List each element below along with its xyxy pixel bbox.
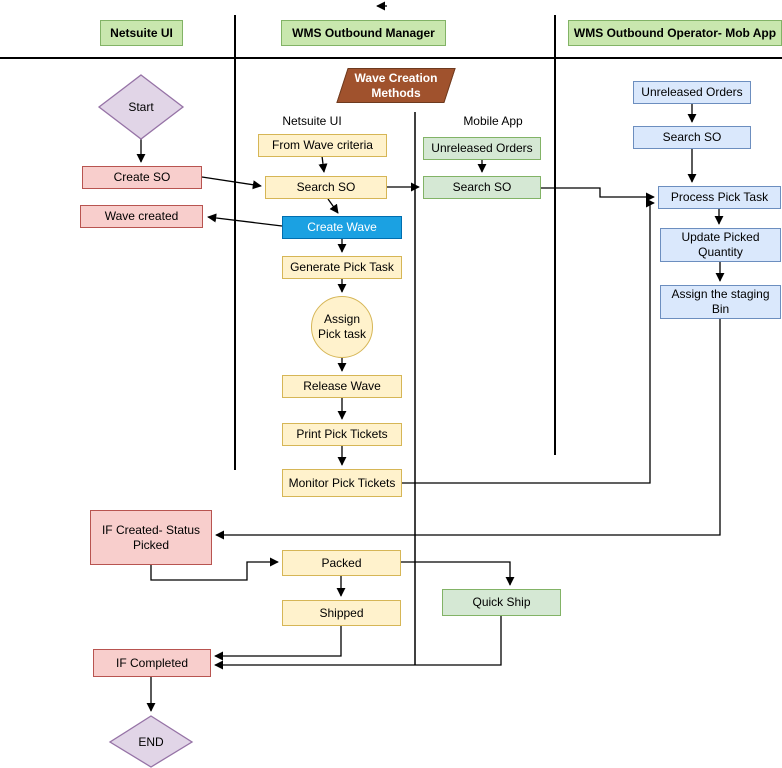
update-picked-quantity-node: Update Picked Quantity: [660, 228, 781, 262]
assign-pick-task-node: Assign Pick task: [311, 296, 373, 358]
edge-search-so-mobile-to-process-pick-task: [541, 187, 655, 202]
edge-create-wave-to-wave-created: [207, 213, 283, 227]
lane-header-wms-outbound-manager: WMS Outbound Manager: [281, 20, 446, 46]
monitor-pick-tickets-node: Monitor Pick Tickets: [282, 469, 402, 497]
process-pick-task-node: Process Pick Task: [658, 186, 781, 209]
edge-packed-to-quick-ship: [401, 561, 515, 586]
lane-header-netsuite-ui: Netsuite UI: [100, 20, 183, 46]
end-diamond-shape: [108, 715, 194, 768]
unreleased-orders-operator-node: Unreleased Orders: [633, 81, 751, 104]
search-so-netsuite-node: Search SO: [265, 176, 387, 199]
start-diamond-shape: [97, 74, 185, 140]
search-so-mobile-node: Search SO: [423, 176, 541, 199]
wave-created-node: Wave created: [80, 205, 203, 228]
column-label-mobile-app: Mobile App: [463, 114, 523, 128]
wave-creation-methods-node: Wave Creation Methods: [334, 68, 458, 103]
edge-if-created-to-packed: [150, 557, 279, 581]
lane-header-netsuite-ui-label: Netsuite UI: [110, 26, 173, 40]
end-node-label: END: [138, 735, 164, 749]
generate-pick-task-node: Generate Pick Task: [282, 256, 402, 279]
edge-create-so-to-search-so: [201, 176, 262, 190]
release-wave-node: Release Wave: [282, 375, 402, 398]
edge-assign-staging-bin-to-if-created: [215, 319, 721, 540]
create-so-node: Create SO: [82, 166, 202, 189]
search-so-operator-node: Search SO: [633, 126, 751, 149]
edge-shipped-to-if-completed: [214, 626, 342, 661]
lane-header-wms-outbound-operator-label: WMS Outbound Operator- Mob App: [573, 26, 777, 40]
unreleased-orders-mobile-node: Unreleased Orders: [423, 137, 541, 160]
start-node-label: Start: [128, 100, 154, 114]
create-wave-node: Create Wave: [282, 216, 402, 239]
shipped-node: Shipped: [282, 600, 401, 626]
edge-search-so-to-create-wave: [327, 198, 339, 214]
edge-from-wave-criteria-to-search-so: [318, 155, 328, 173]
edge-quick-ship-to-if-completed: [214, 616, 502, 670]
if-created-status-picked-node: IF Created- Status Picked: [90, 510, 212, 565]
lane-header-wms-outbound-manager-label: WMS Outbound Manager: [292, 26, 435, 40]
if-completed-node: IF Completed: [93, 649, 211, 677]
lane-header-wms-outbound-operator: WMS Outbound Operator- Mob App: [568, 20, 782, 46]
edge-monitor-pick-tickets-to-process-pick-task: [402, 198, 655, 484]
quick-ship-node: Quick Ship: [442, 589, 561, 616]
from-wave-criteria-node: From Wave criteria: [258, 134, 387, 157]
wave-creation-methods-label: Wave Creation Methods: [354, 70, 438, 100]
print-pick-tickets-node: Print Pick Tickets: [282, 423, 402, 446]
assign-staging-bin-node: Assign the staging Bin: [660, 285, 781, 319]
column-label-netsuite-ui: Netsuite UI: [282, 114, 342, 128]
packed-node: Packed: [282, 550, 401, 576]
